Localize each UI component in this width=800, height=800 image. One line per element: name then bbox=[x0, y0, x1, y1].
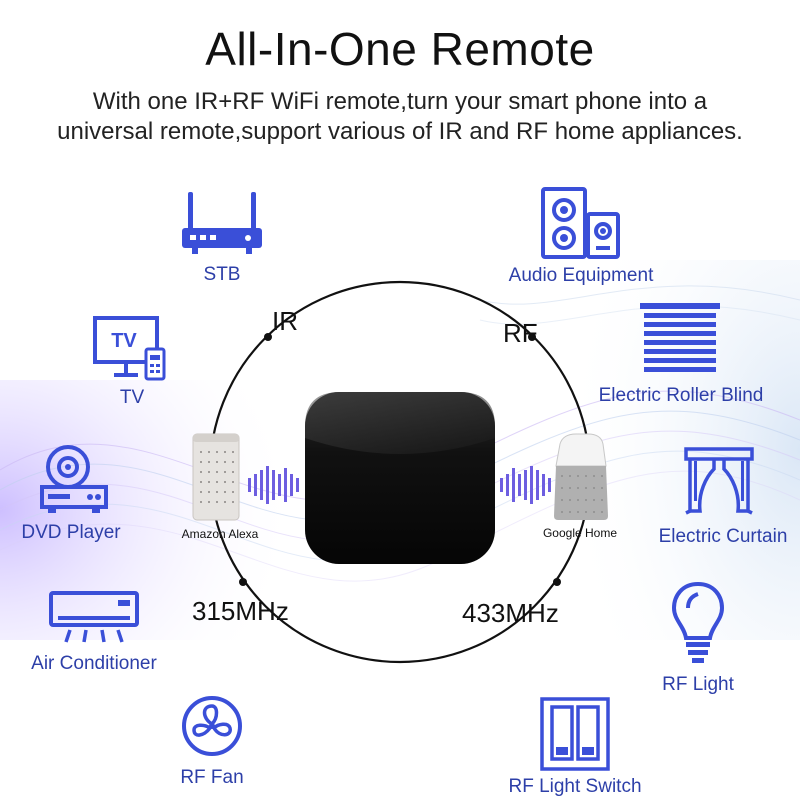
dvd-player-icon bbox=[40, 445, 108, 513]
curtain-label: Electric Curtain bbox=[658, 526, 788, 547]
light-switch-label: RF Light Switch bbox=[508, 776, 642, 797]
freq-right-caption: 433MHz bbox=[462, 598, 559, 628]
roller-blind-label: Electric Roller Blind bbox=[598, 385, 764, 406]
fan-label: RF Fan bbox=[180, 767, 244, 788]
tv-label: TV bbox=[119, 387, 145, 408]
amazon-alexa-speaker bbox=[192, 433, 240, 521]
stb-label: STB bbox=[203, 264, 241, 285]
audio-equipment-label: Audio Equipment bbox=[508, 265, 654, 286]
roller-blind-icon bbox=[640, 303, 720, 372]
tv-icon-text: TV bbox=[111, 330, 137, 352]
freq-right-dot bbox=[553, 578, 561, 586]
light-label: RF Light bbox=[662, 674, 734, 695]
router-icon bbox=[182, 192, 262, 254]
tv-icon: TV bbox=[93, 316, 166, 381]
ir-dot bbox=[264, 333, 272, 341]
google-home-label: Google Home bbox=[542, 526, 618, 540]
sound-wave-right bbox=[500, 466, 551, 504]
ir-rf-hub-device bbox=[305, 392, 495, 564]
sound-wave-left bbox=[248, 466, 299, 504]
speakers-icon bbox=[541, 187, 620, 259]
subtitle-line-2: universal remote,support various of IR a… bbox=[57, 118, 743, 145]
freq-left-caption: 315MHz bbox=[192, 596, 289, 626]
amazon-alexa-label: Amazon Alexa bbox=[181, 527, 259, 541]
subtitle-line-1: With one IR+RF WiFi remote,turn your sma… bbox=[92, 88, 708, 115]
air-conditioner-label: Air Conditioner bbox=[31, 653, 157, 674]
rf-caption: RF bbox=[503, 318, 538, 348]
dvd-player-label: DVD Player bbox=[21, 522, 121, 543]
page-title: All-In-One Remote bbox=[205, 23, 595, 75]
air-conditioner-icon bbox=[49, 591, 139, 643]
curtain-icon bbox=[684, 447, 754, 515]
light-switch-icon bbox=[540, 697, 610, 771]
google-home-speaker bbox=[554, 433, 608, 520]
rf-dot bbox=[528, 333, 536, 341]
light-bulb-icon bbox=[671, 581, 725, 663]
freq-left-dot bbox=[239, 578, 247, 586]
ir-caption: IR bbox=[272, 306, 298, 336]
fan-icon bbox=[182, 696, 242, 756]
